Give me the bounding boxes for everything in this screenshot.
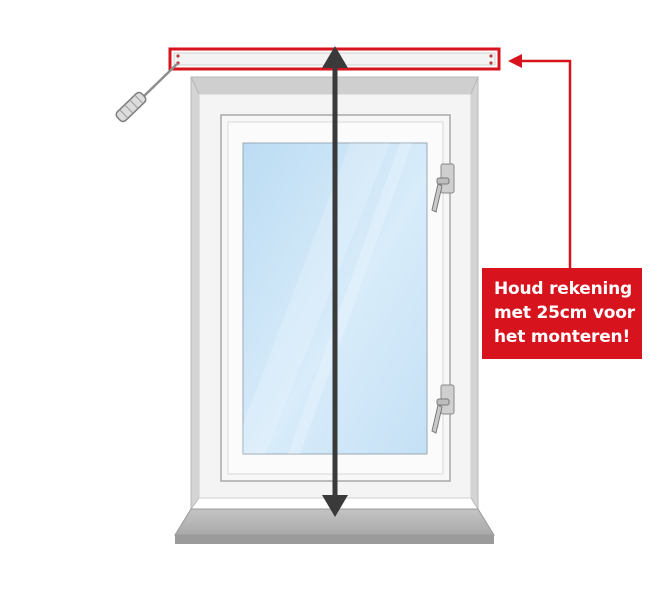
callout-text-line-2: met 25cm voor bbox=[494, 303, 635, 323]
window-handle-icon bbox=[431, 163, 455, 213]
window-handle-icon bbox=[431, 384, 455, 434]
screw-hole bbox=[176, 54, 180, 58]
callout-text-line-3: het monteren! bbox=[494, 327, 630, 347]
callout-text-line-1: Houd rekening bbox=[494, 279, 632, 299]
screw-hole bbox=[489, 54, 493, 58]
screwdriver-icon bbox=[115, 62, 179, 123]
height-measurement-arrow bbox=[322, 46, 348, 517]
callout-arrow bbox=[508, 54, 572, 268]
mounting-note-callout: Houd rekening met 25cm voor het monteren… bbox=[482, 268, 642, 359]
screw-hole bbox=[489, 61, 493, 65]
window-sill bbox=[174, 508, 495, 544]
